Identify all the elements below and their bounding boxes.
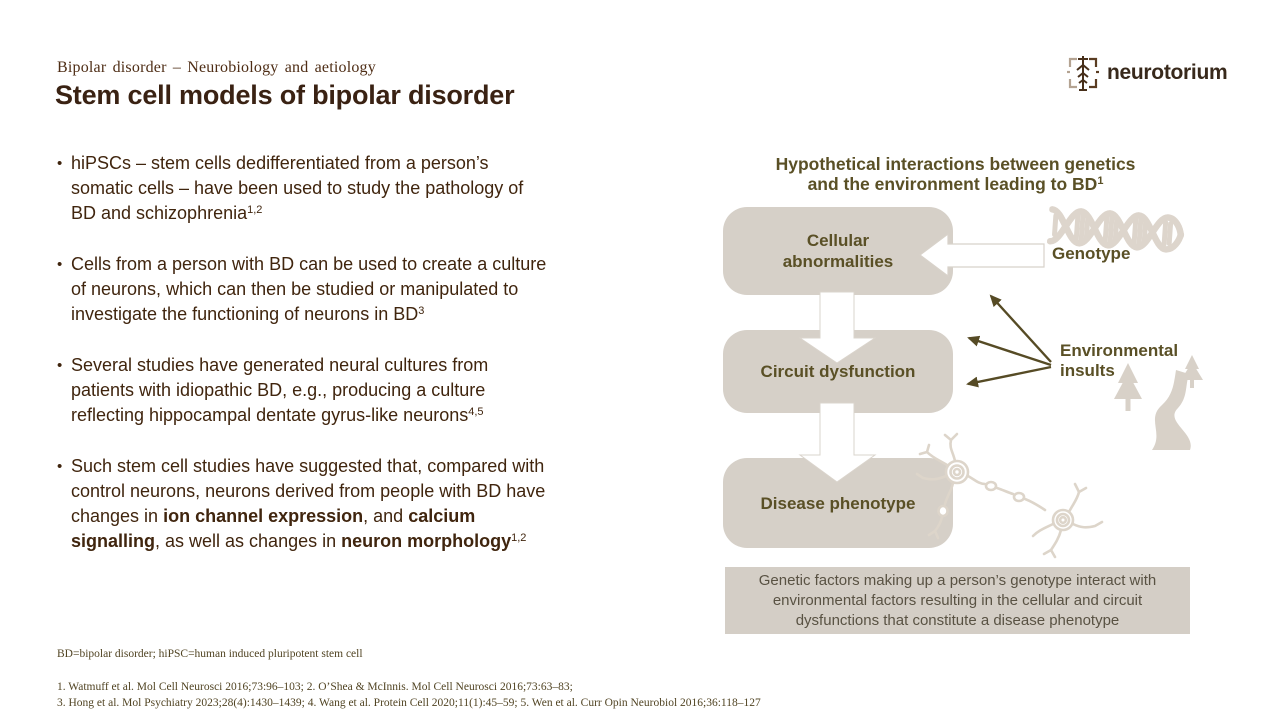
bullet-marker: • [57, 357, 63, 374]
genotype-label: Genotype [1052, 244, 1131, 263]
diagram-title: Hypothetical interactions between geneti… [775, 154, 1136, 194]
trees-road-icon [1114, 355, 1203, 450]
flow-box-circuit-dysfunction: Circuit dysfunction [723, 330, 953, 413]
neurotorium-brain-icon [1067, 56, 1099, 91]
reference-line: 3. Hong et al. Mol Psychiatry 2023;28(4)… [57, 696, 761, 709]
bullet-marker: • [57, 155, 63, 172]
dna-helix-icon [1046, 206, 1185, 253]
references: 1. Watmuff et al. Mol Cell Neurosci 2016… [57, 680, 761, 711]
bullet-text: Several studies have generated neural cu… [71, 355, 489, 425]
genotype-arrow [919, 232, 1045, 278]
neurotorium-logo: neurotorium [1064, 53, 1228, 93]
bullet-item: • Cells from a person with BD can be used… [57, 252, 702, 327]
bullet-text: hiPSCs – stem cells dedifferentiated fro… [71, 153, 524, 223]
breadcrumb: Bipolar disorder – Neurobiology and aeti… [57, 59, 376, 76]
bullet-item: • hiPSCs – stem cells dedifferentiated fr… [57, 151, 702, 226]
neuron-network-icon [915, 432, 1104, 559]
flow-arrow-down-2 [798, 402, 877, 483]
bullet-text: Cells from a person with BD can be used … [71, 254, 547, 324]
reference-line: 1. Watmuff et al. Mol Cell Neurosci 2016… [57, 681, 573, 693]
flow-box-label: Cellular abnormalities [782, 231, 894, 271]
bullet-list: • hiPSCs – stem cells dedifferentiated fr… [57, 151, 702, 580]
flow-box-label: Disease phenotype [760, 493, 916, 513]
abbreviations-note: BD=bipolar disorder; hiPSC=human induced… [57, 648, 363, 660]
bullet-item: • Several studies have generated neural c… [57, 353, 702, 428]
bullet-text: Such stem cell studies have suggested th… [71, 456, 546, 551]
bullet-item: • Such stem cell studies have suggested t… [57, 454, 702, 554]
environment-arrows [966, 294, 1052, 388]
bullet-marker: • [57, 458, 63, 475]
page-title: Stem cell models of bipolar disorder [55, 80, 515, 110]
flow-arrow-down-1 [798, 291, 877, 364]
bullet-marker: • [57, 256, 63, 273]
flow-box-label: Circuit dysfunction [760, 362, 916, 381]
diagram-caption: Genetic factors making up a person’s gen… [725, 567, 1190, 634]
neurotorium-logo-text: neurotorium [1107, 61, 1228, 84]
flow-box-cellular-abnormalities: Cellular abnormalities [723, 207, 953, 295]
environmental-insults-label: Environmental insults [1060, 341, 1179, 380]
